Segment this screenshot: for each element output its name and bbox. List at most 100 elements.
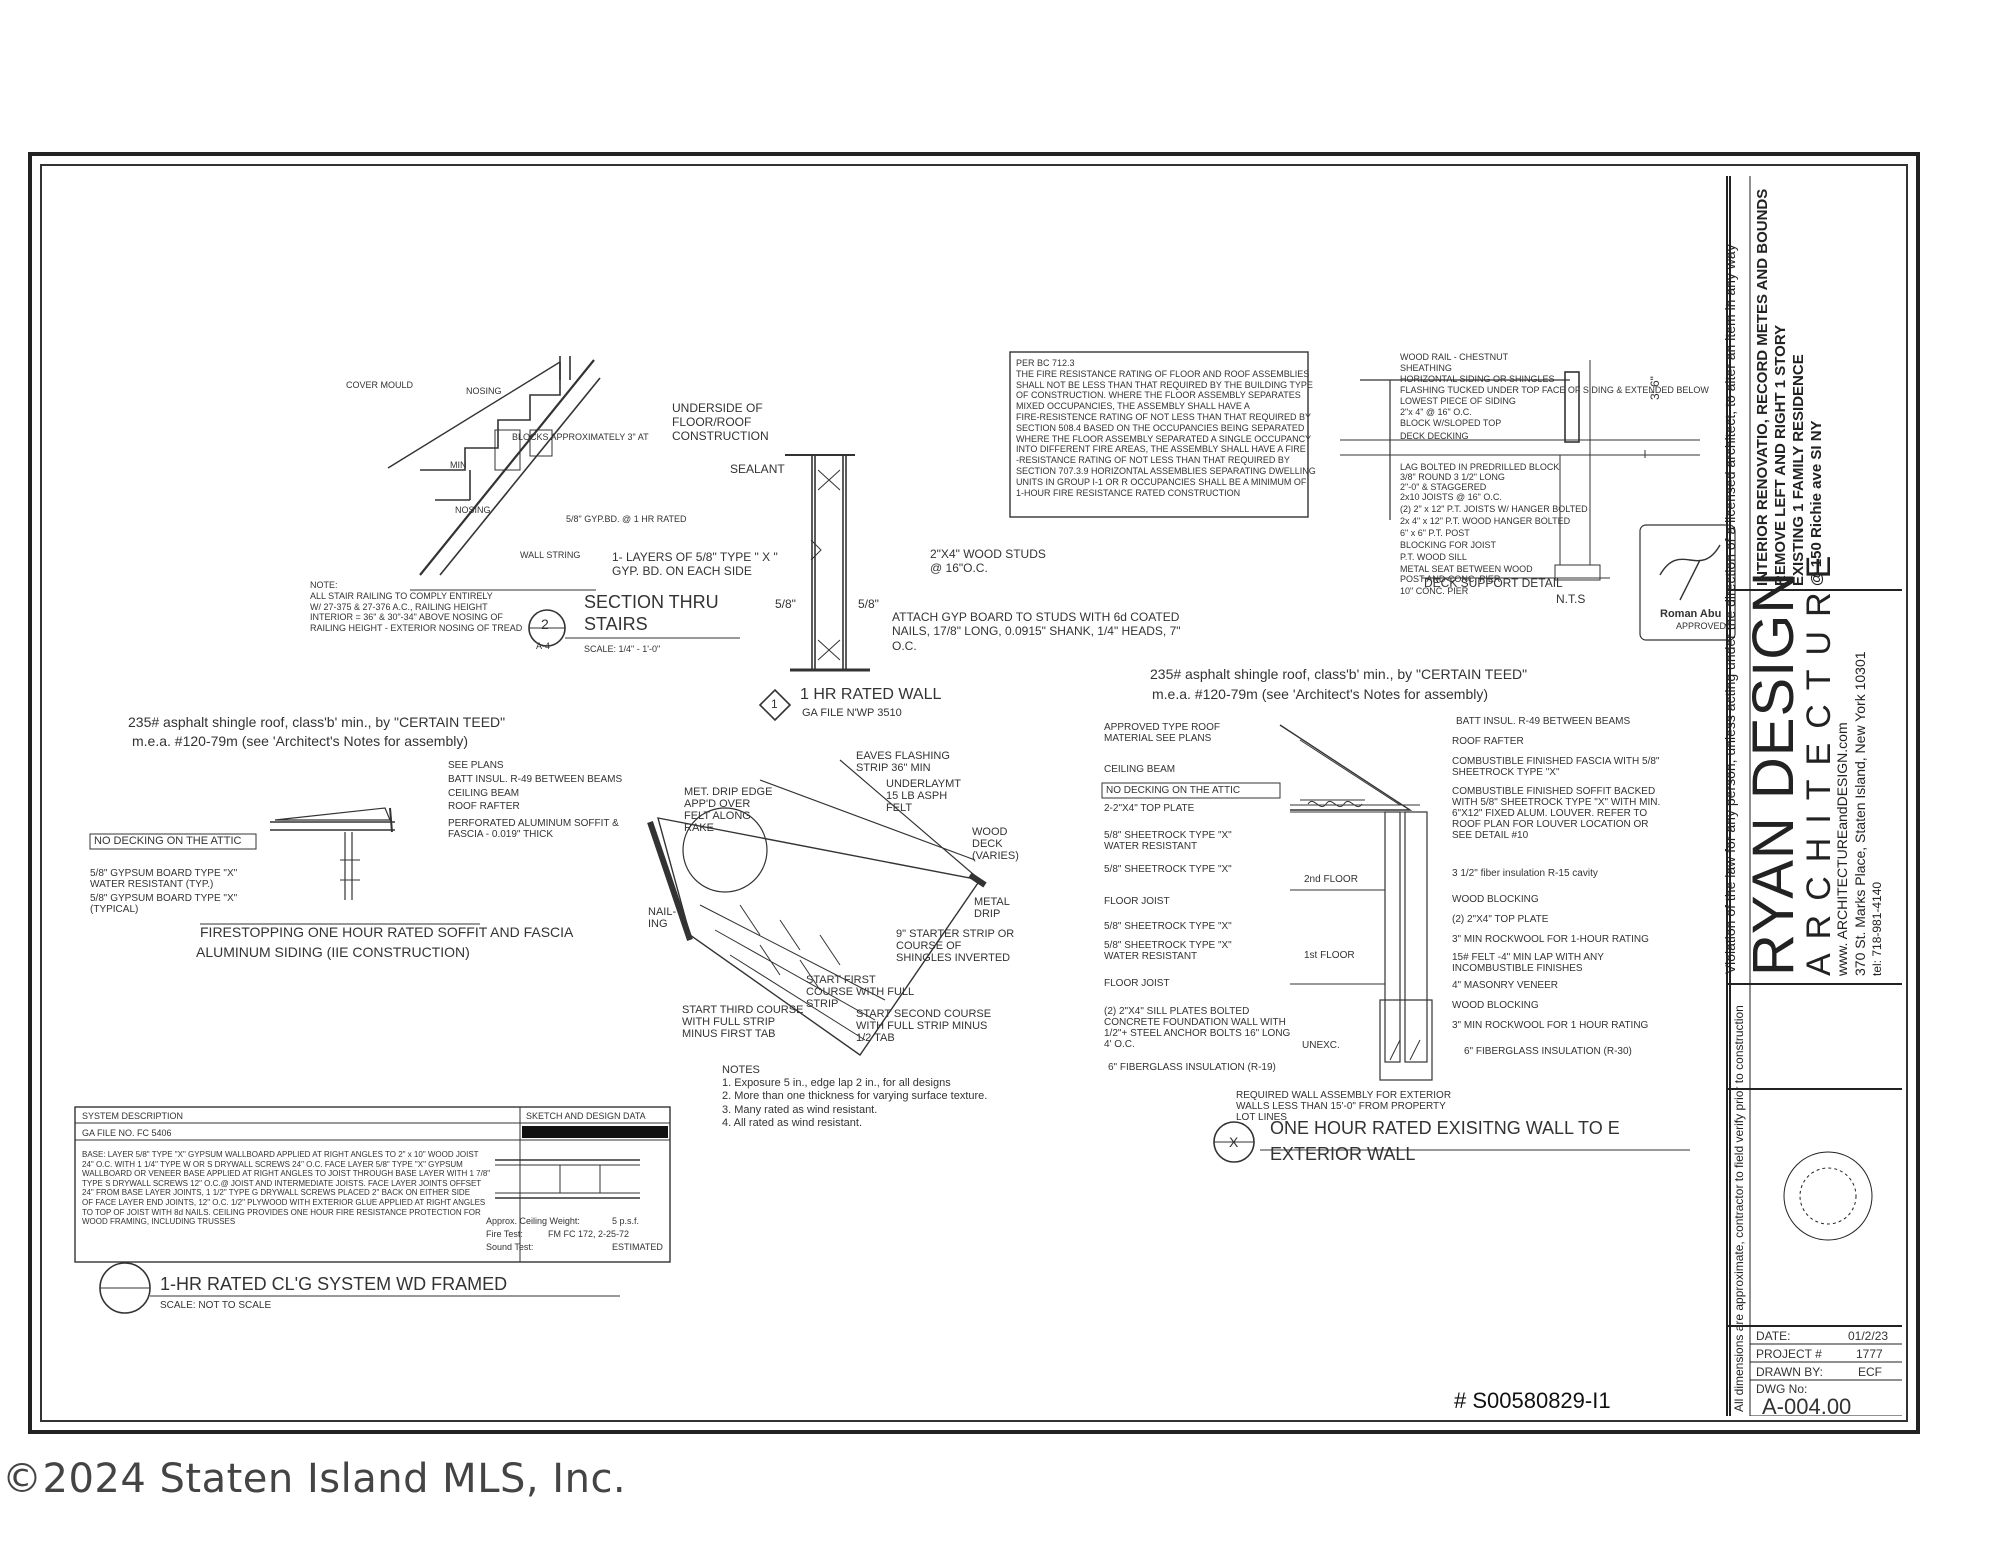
ceiling-body: BASE: LAYER 5/8" TYPE "X" GYPSUM WALLBOA… xyxy=(82,1150,491,1227)
ext-left-roof-material: APPROVED TYPE ROOF MATERIAL SEE PLANS xyxy=(1104,722,1220,744)
soffit-title: FIRESTOPPING ONE HOUR RATED SOFFIT AND F… xyxy=(200,924,574,940)
deck-label-staggered: 2"-0" & STAGGERED xyxy=(1400,482,1487,492)
ceiling-sound-value: ESTIMATED xyxy=(612,1242,663,1252)
deck-label-flashing: FLASHING TUCKED UNDER TOP FACE OF SIDING… xyxy=(1400,385,1709,395)
ext-right-top-plate: (2) 2"X4" TOP PLATE xyxy=(1452,914,1549,925)
deck-label-pt-joists: (2) 2" x 12" P.T. JOISTS W/ HANGER BOLTE… xyxy=(1400,504,1588,514)
side-note-violation: Violation of the law for any person, unl… xyxy=(1722,244,1738,974)
ext-right-batt: BATT INSUL. R-49 BETWEEN BEAMS xyxy=(1456,716,1631,727)
shingle-label-underlayment: UNDERLAYMT 15 LB ASPH FELT xyxy=(886,778,961,814)
ext-marker: X xyxy=(1229,1134,1239,1150)
deck-support-drawing xyxy=(1340,360,1700,581)
stairs-label-blocks: BLOCKS APPROXIMATELY 3" AT xyxy=(512,432,649,442)
rated-wall-drawing xyxy=(758,454,870,722)
wall-dim-left: 5/8" xyxy=(775,597,796,611)
ext-left-sheetrock-1: 5/8" SHEETROCK TYPE "X" xyxy=(1104,864,1232,875)
project-label: PROJECT # xyxy=(1756,1347,1822,1361)
code-note: PER BC 712.3 THE FIRE RESISTANCE RATING … xyxy=(1016,358,1316,498)
deck-label-sill: P.T. WOOD SILL xyxy=(1400,552,1467,562)
date-value: 01/2/23 xyxy=(1848,1329,1889,1343)
soffit-label-see-plans: SEE PLANS xyxy=(448,760,504,771)
drawing-sheet-inner-border xyxy=(40,164,1908,1422)
ext-right-rockwool-2: 3" MIN ROCKWOOL FOR 1 HOUR RATING xyxy=(1452,1020,1649,1031)
dwg-label: DWG No: xyxy=(1756,1382,1808,1396)
wall-title: 1 HR RATED WALL xyxy=(800,686,942,703)
wall-sealant-label: SEALANT xyxy=(730,462,785,476)
shingle-label-metal-drip: METAL DRIP xyxy=(974,896,1010,920)
soffit-header-2: m.e.a. #120-79m (see 'Architect's Notes … xyxy=(132,733,469,749)
approval-stamp-frame xyxy=(1639,524,1736,641)
listing-tag: # S00580829-I1 xyxy=(1454,1388,1611,1413)
deck-label-post: 6" x 6" P.T. POST xyxy=(1400,528,1470,538)
wall-marker: 1 xyxy=(771,697,778,711)
stairs-title: SECTION THRU STAIRS xyxy=(584,592,719,634)
wall-underside-label: UNDERSIDE OF FLOOR/ROOF CONSTRUCTION xyxy=(672,401,769,443)
ext-title-2: EXTERIOR WALL xyxy=(1270,1144,1416,1164)
stairs-note: NOTE: ALL STAIR RAILING TO COMPLY ENTIRE… xyxy=(310,580,523,634)
wall-dim-right: 5/8" xyxy=(858,597,879,611)
ext-left-sheetrock-wr-2: 5/8" SHEETROCK TYPE "X" WATER RESISTANT xyxy=(1104,940,1232,962)
stairs-marker-number: 2 xyxy=(541,616,549,632)
ext-left-unexc: UNEXC. xyxy=(1302,1040,1340,1051)
wall-attach-note: ATTACH GYP BOARD TO STUDS WITH 6d COATED… xyxy=(892,610,1181,653)
stairs-label-nosing-2: NOSING xyxy=(455,505,491,515)
ext-left-floor-joist-2: FLOOR JOIST xyxy=(1104,978,1170,989)
ext-left-sheetrock-2: 5/8" SHEETROCK TYPE "X" xyxy=(1104,921,1232,932)
ceiling-weight-value: 5 p.s.f. xyxy=(612,1216,640,1226)
ceiling-fire-label: Fire Test: xyxy=(486,1229,523,1239)
ext-right-fiber: 3 1/2" fiber insulation R-15 cavity xyxy=(1452,868,1598,879)
deck-label-pier: 10" CONC. PIER xyxy=(1400,586,1469,596)
ceiling-scale: SCALE: NOT TO SCALE xyxy=(160,1300,272,1311)
ext-right-rafter: ROOF RAFTER xyxy=(1452,736,1524,747)
shingle-label-third-course: START THIRD COURSE WITH FULL STRIP MINUS… xyxy=(682,1004,804,1040)
deck-label-sheathing: SHEATHING xyxy=(1400,363,1452,373)
deck-label-studs: 2"x 4" @ 16" O.C. xyxy=(1400,407,1472,417)
ext-left-2nd-floor: 2nd FLOOR xyxy=(1304,874,1358,885)
shingle-label-eaves: EAVES FLASHING STRIP 36" MIN xyxy=(856,750,950,774)
ext-right-blocking-1: WOOD BLOCKING xyxy=(1452,894,1539,905)
approval-status: APPROVED xyxy=(1676,621,1727,631)
ceiling-title: 1-HR RATED CL'G SYSTEM WD FRAMED xyxy=(160,1274,508,1294)
deck-label-metal-seat: METAL SEAT BETWEEN WOOD POST AND CONC. P… xyxy=(1400,564,1533,584)
deck-label-round: 3/8" ROUND 3 1/2" LONG xyxy=(1400,472,1505,482)
soffit-label-batt: BATT INSUL. R-49 BETWEEN BEAMS xyxy=(448,774,623,785)
ceiling-sound-label: Sound Test: xyxy=(486,1242,534,1252)
soffit-no-decking: NO DECKING ON THE ATTIC xyxy=(94,835,242,847)
stairs-label-nosing: NOSING xyxy=(466,386,502,396)
soffit-detail-drawing xyxy=(89,807,480,925)
side-note-dimensions: All dimensions are approximate, contract… xyxy=(1732,1005,1746,1412)
deck-scale: N.T.S xyxy=(1556,592,1586,606)
ext-right-veneer: 4" MASONRY VENEER xyxy=(1452,980,1558,991)
soffit-label-perforated: PERFORATED ALUMINUM SOFFIT & FASCIA - 0.… xyxy=(448,818,619,840)
soffit-label-rafter: ROOF RAFTER xyxy=(448,801,520,812)
soffit-header-1: 235# asphalt shingle roof, class'b' min.… xyxy=(128,714,506,730)
stairs-label-gyp: 5/8" GYP.BD. @ 1 HR RATED xyxy=(566,514,687,524)
wall-studs-label: 2"X4" WOOD STUDS @ 16"O.C. xyxy=(930,547,1046,575)
ext-left-floor-joist-1: FLOOR JOIST xyxy=(1104,896,1170,907)
ceiling-head-right: SKETCH AND DESIGN DATA xyxy=(526,1111,646,1121)
deck-dimension: 3'-6" xyxy=(1648,376,1662,400)
ceiling-system-drawing xyxy=(74,1106,671,1314)
ext-header-2: m.e.a. #120-79m (see 'Architect's Notes … xyxy=(1152,686,1489,702)
ext-required-note: REQUIRED WALL ASSEMBLY FOR EXTERIOR WALL… xyxy=(1236,1090,1452,1123)
ext-left-ceiling-beam: CEILING BEAM xyxy=(1104,764,1176,775)
shingle-notes: NOTES 1. Exposure 5 in., edge lap 2 in.,… xyxy=(722,1064,988,1129)
drawn-by-label: DRAWN BY: xyxy=(1756,1365,1823,1379)
code-note-box xyxy=(1009,351,1309,518)
ext-left-sheetrock-wr: 5/8" SHEETROCK TYPE "X" WATER RESISTANT xyxy=(1104,830,1232,852)
stairs-section-drawing xyxy=(387,356,740,647)
deck-label-decking: DECK DECKING xyxy=(1400,431,1469,441)
soffit-subtitle: ALUMINUM SIDING (IIE CONSTRUCTION) xyxy=(196,944,470,960)
deck-label-blocking: BLOCKING FOR JOIST xyxy=(1400,540,1497,550)
stairs-label-cover-mould: COVER MOULD xyxy=(346,380,414,390)
deck-label-joists: 2x10 JOISTS @ 16" O.C. xyxy=(1400,492,1502,502)
exterior-wall-drawing xyxy=(1101,724,1690,1163)
shingle-label-first-course: START FIRST COURSE WITH FULL STRIP xyxy=(806,974,914,1010)
deck-label-siding: HORIZONTAL SIDING OR SHINGLES xyxy=(1400,374,1555,384)
ext-right-blocking-2: WOOD BLOCKING xyxy=(1452,1000,1539,1011)
deck-label-rail: WOOD RAIL - CHESTNUT xyxy=(1400,352,1509,362)
ext-left-no-decking: NO DECKING ON THE ATTIC xyxy=(1106,785,1241,796)
soffit-label-beam: CEILING BEAM xyxy=(448,788,520,799)
firm-phone: tel: 718-981-4140 xyxy=(1870,881,1884,976)
